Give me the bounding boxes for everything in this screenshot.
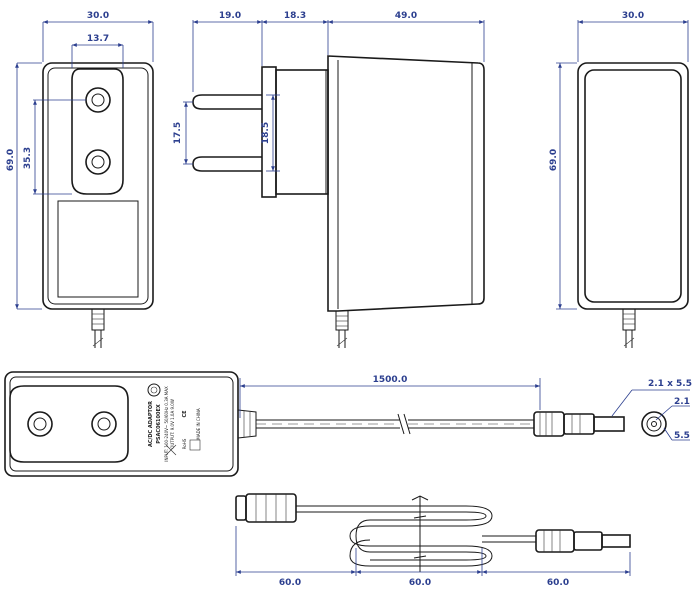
cable-dimensions: 1500.0 2.1 x 5.5 2.1 5.5 xyxy=(239,375,692,441)
coil-tie xyxy=(411,495,429,572)
front-view xyxy=(42,62,154,348)
label-logo-icon xyxy=(147,383,161,397)
side-dimensions: 19.0 18.3 49.0 17.5 18.5 xyxy=(173,11,485,172)
side-view xyxy=(192,55,485,348)
front-pin-hole-top xyxy=(85,87,111,113)
dim-plug-spacing-width: 13.7 xyxy=(87,34,109,44)
lying-view: AC/DC ADAPTOR PSAC06100EX INPUT: 100-240… xyxy=(4,371,667,477)
dim-body-depth: 49.0 xyxy=(395,11,417,21)
side-main-body xyxy=(327,55,485,312)
coil-dimensions: 60.0 60.0 60.0 xyxy=(235,526,631,588)
dim-back-width: 30.0 xyxy=(622,11,644,21)
front-body-outline xyxy=(42,62,154,310)
side-pin-top xyxy=(192,94,262,110)
dim-front-width: 30.0 xyxy=(87,11,109,21)
label-made-in: MADE IN CHINA xyxy=(196,408,201,439)
coil-loops xyxy=(296,505,493,567)
front-pin-hole-bottom xyxy=(85,149,111,175)
coil-dc-plug-grip xyxy=(535,529,575,553)
back-body-outline xyxy=(577,62,689,310)
back-dimensions: 30.0 69.0 xyxy=(549,11,689,310)
dim-bottom-right: 60.0 xyxy=(547,578,569,588)
dim-dc-inner: 2.1 xyxy=(674,397,690,407)
dim-dc-outer: 5.5 xyxy=(674,431,690,441)
front-label-area xyxy=(57,200,139,298)
dim-bottom-mid: 60.0 xyxy=(409,578,431,588)
lying-body-outline xyxy=(4,371,239,477)
label-symbol-box xyxy=(189,439,201,451)
dim-pin-spacing: 17.5 xyxy=(173,122,183,144)
dim-pin-length: 19.0 xyxy=(219,11,241,21)
front-dimensions: 30.0 13.7 69.0 35.3 xyxy=(6,11,154,310)
dim-plug-base-depth: 18.3 xyxy=(284,11,306,21)
label-ce: CE xyxy=(182,410,188,418)
dim-plug-height: 35.3 xyxy=(23,147,33,169)
dim-dc-plug-size: 2.1 x 5.5 xyxy=(648,379,692,389)
dim-cable-length: 1500.0 xyxy=(373,375,408,385)
coil-strain-relief xyxy=(245,493,297,523)
product-label: AC/DC ADAPTOR PSAC06100EX INPUT: 100-240… xyxy=(148,386,201,462)
coiled-cable-view xyxy=(235,493,631,572)
dim-back-height: 69.0 xyxy=(549,149,559,171)
label-title: AC/DC ADAPTOR xyxy=(148,401,154,447)
side-pin-bottom xyxy=(192,156,262,172)
lying-plug-socket xyxy=(9,385,129,463)
dc-plug-end-view xyxy=(641,411,667,437)
label-output: OUTPUT: 9.0V 1.0A 9.0W xyxy=(170,399,175,449)
label-input: INPUT: 100-240V~ 50/60Hz 0.3A MAX xyxy=(164,386,169,462)
label-rohs: RoHS xyxy=(182,438,187,449)
label-model: PSAC06100EX xyxy=(156,404,162,444)
dim-pin-spacing-inner: 18.5 xyxy=(261,122,271,144)
front-plug-socket xyxy=(71,68,124,195)
dc-plug-barrel xyxy=(593,416,625,432)
dim-bottom-left: 60.0 xyxy=(279,578,301,588)
dc-plug-grip xyxy=(533,411,565,437)
back-view xyxy=(577,62,689,348)
coil-dc-plug-barrel xyxy=(601,534,631,548)
dim-front-height: 69.0 xyxy=(6,149,16,171)
